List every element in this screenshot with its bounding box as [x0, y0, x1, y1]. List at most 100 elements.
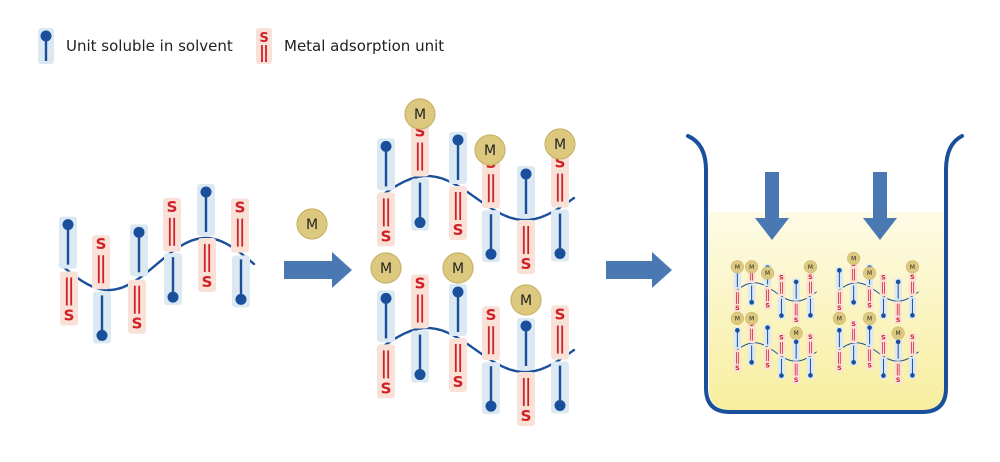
soluble-unit [879, 357, 888, 379]
adsorption-unit: S [879, 333, 888, 357]
sulfur-label: S [453, 373, 464, 391]
sulfur-label: S [521, 255, 532, 273]
metal-ion-circle [442, 252, 474, 284]
soluble-unit-head [749, 360, 754, 365]
metal-ion-circle [863, 311, 877, 325]
soluble-unit [894, 278, 902, 301]
metal-ion: M [370, 252, 402, 284]
soluble-unit [232, 255, 250, 308]
metal-label: M [867, 317, 872, 323]
adsorption-unit: S [411, 122, 429, 177]
legend-adsorption-unit: S Metal adsorption unit [254, 28, 444, 64]
soluble-unit [806, 296, 815, 319]
sulfur-label: S [837, 305, 842, 312]
adsorption-unit: S [879, 273, 888, 297]
sulfur-label: S [381, 379, 392, 397]
polymer-backbone [376, 326, 576, 374]
sulfur-label: S [867, 363, 872, 370]
adsorption-unit-bg [763, 286, 772, 310]
soluble-unit [865, 324, 874, 347]
metal-ion: M [863, 311, 877, 325]
soluble-unit [908, 356, 917, 379]
sulfur-label: S [779, 334, 784, 341]
adsorption-unit-bg [777, 333, 786, 357]
metal-ion: M [730, 260, 744, 274]
adsorption-unit: S [777, 273, 786, 297]
container-wall [686, 134, 964, 414]
soluble-unit [517, 317, 535, 370]
adsorption-unit-bg [482, 154, 500, 209]
sulfur-label: S [765, 303, 770, 310]
soluble-unit-head [851, 300, 856, 305]
soluble-unit-head [133, 226, 145, 238]
sulfur-label: S [381, 227, 392, 245]
soluble-unit-head [867, 325, 872, 330]
adsorption-unit: S [763, 346, 772, 370]
metal-label: M [735, 317, 740, 323]
soluble-unit-head [895, 339, 901, 345]
soluble-unit-head [554, 400, 566, 412]
soluble-unit [551, 361, 569, 414]
adsorption-unit: S [551, 153, 569, 208]
soluble-unit-head [808, 373, 813, 378]
soluble-unit [93, 291, 111, 344]
adsorption-unit-bg [835, 349, 844, 373]
metal-label: M [837, 317, 842, 323]
adsorption-unit-bg [747, 320, 756, 343]
adsorption-unit: S [231, 198, 249, 253]
adsorption-unit-bg [763, 346, 772, 370]
adsorption-unit-bg [849, 260, 858, 283]
adsorption-unit-bg [733, 349, 742, 373]
adsorption-unit-bg [894, 361, 902, 384]
polymer-backbone [835, 342, 919, 362]
soluble-unit [164, 253, 182, 306]
adsorption-unit: S [411, 274, 429, 329]
metal-ion-circle [370, 252, 402, 284]
soluble-unit-head [235, 293, 247, 305]
sulfur-label: S [808, 274, 813, 281]
adsorption-unit-bg [449, 337, 467, 392]
solvent-container [686, 134, 964, 414]
sulfur-label: S [64, 306, 75, 324]
polymer-backbone [733, 282, 817, 302]
adsorption-unit-bg [792, 301, 800, 324]
soluble-unit-head [851, 360, 856, 365]
adsorption-unit-bg [411, 274, 429, 329]
metal-ion: M [474, 134, 506, 166]
metal-ion-circle [730, 260, 744, 274]
metal-ion: M [745, 311, 759, 325]
soluble-unit-head [808, 313, 813, 318]
sulfur-label: S [881, 334, 886, 341]
adsorption-unit: S [835, 289, 844, 313]
polymer-backbone [733, 342, 817, 362]
adsorption-unit: S [449, 337, 467, 392]
sulfur-label: S [837, 365, 842, 372]
adsorption-unit-bg [517, 219, 535, 274]
metal-ion-circle [789, 326, 803, 340]
metal-label: M [749, 265, 754, 271]
adsorption-unit: S [908, 333, 917, 357]
metal-label: M [808, 265, 813, 271]
soluble-unit-head [837, 268, 842, 273]
metal-label: M [867, 271, 872, 277]
metal-ion: M [510, 284, 542, 316]
metal-ion: M [544, 128, 576, 160]
soluble-unit-head [167, 291, 179, 303]
metal-ion: M [296, 208, 328, 240]
metal-ion: M [789, 326, 803, 340]
adsorption-unit-bg [849, 320, 858, 343]
right-arrow-icon [606, 252, 672, 288]
adsorption-unit: S [128, 279, 146, 334]
adsorption-unit: S [849, 320, 858, 343]
adsorption-unit: S [908, 273, 917, 297]
sulfur-label: S [808, 334, 813, 341]
soluble-unit-head [793, 279, 799, 285]
right-arrow-icon [284, 252, 352, 288]
adsorption-unit: S [551, 305, 569, 360]
soluble-unit-head [735, 328, 740, 333]
soluble-unit [908, 296, 917, 319]
metal-label: M [765, 271, 770, 277]
metal-label: M [380, 261, 392, 277]
